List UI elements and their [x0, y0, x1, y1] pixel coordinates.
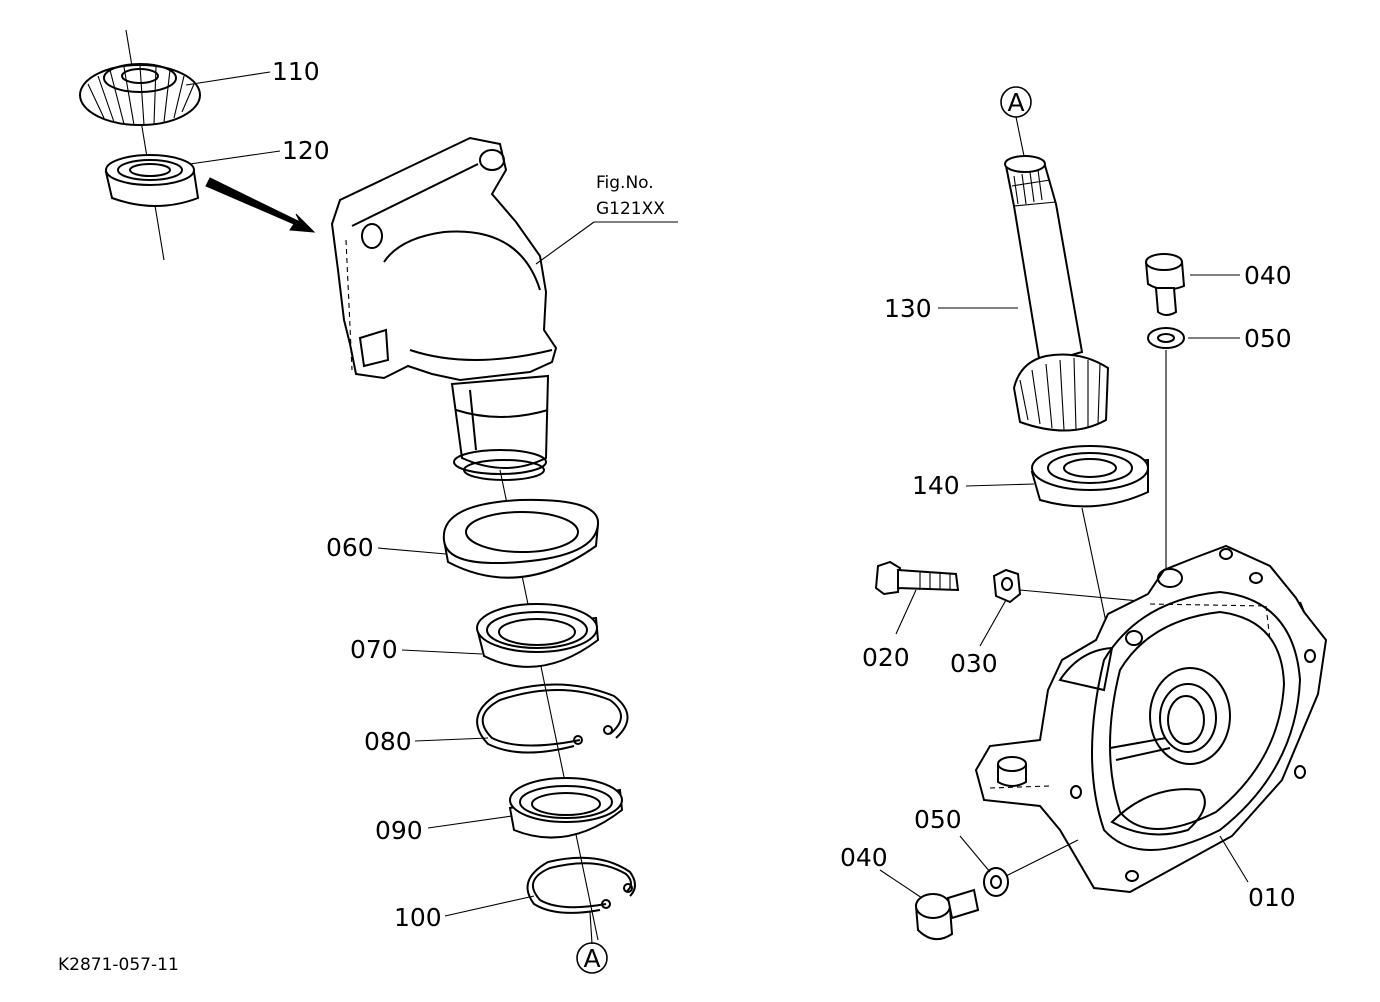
part-110-bevel-gear [79, 29, 201, 261]
assembly-arrow [205, 177, 316, 233]
label-010: 010 [1248, 883, 1296, 912]
part-050-washer-top [1147, 327, 1185, 349]
label-080: 080 [364, 727, 412, 756]
label-140: 140 [912, 471, 960, 500]
label-090: 090 [375, 816, 423, 845]
part-060-oil-seal [442, 498, 600, 579]
part-020-bolt [874, 560, 960, 596]
marker-a-top-label: A [1007, 88, 1024, 117]
part-010-gear-case [974, 544, 1328, 894]
marker-a-bottom-label: A [583, 944, 600, 973]
label-020: 020 [862, 643, 910, 672]
part-040-drain-bolt-bottom [914, 888, 980, 941]
part-100-snap-ring [526, 856, 636, 914]
part-090-bearing [508, 777, 624, 839]
fig-ref-line2: G121XX [596, 199, 665, 219]
label-060: 060 [326, 533, 374, 562]
drawing-code: K2871-057-11 [58, 955, 179, 975]
part-030-nut [992, 568, 1022, 604]
part-130-pinion-shaft [1004, 155, 1110, 432]
label-030: 030 [950, 649, 998, 678]
label-100: 100 [394, 903, 442, 932]
label-120: 120 [282, 136, 330, 165]
label-130: 130 [884, 294, 932, 323]
part-040-drain-bolt-top [1144, 253, 1186, 316]
part-080-snap-ring [476, 683, 629, 754]
fig-ref-line1: Fig.No. [596, 173, 654, 193]
label-110: 110 [272, 57, 320, 86]
part-120-bearing [104, 154, 200, 207]
part-070-bearing [476, 603, 600, 668]
label-040-bottom: 040 [840, 843, 888, 872]
label-040-top: 040 [1244, 261, 1292, 290]
label-050-top: 050 [1244, 324, 1292, 353]
gear-housing [330, 136, 558, 481]
part-050-washer-bottom [983, 867, 1009, 897]
leader-lines [185, 71, 1249, 917]
label-070: 070 [350, 635, 398, 664]
marker-a-bottom-circle [576, 942, 608, 974]
part-140-bearing [1030, 445, 1149, 508]
label-050-bottom: 050 [914, 805, 962, 834]
